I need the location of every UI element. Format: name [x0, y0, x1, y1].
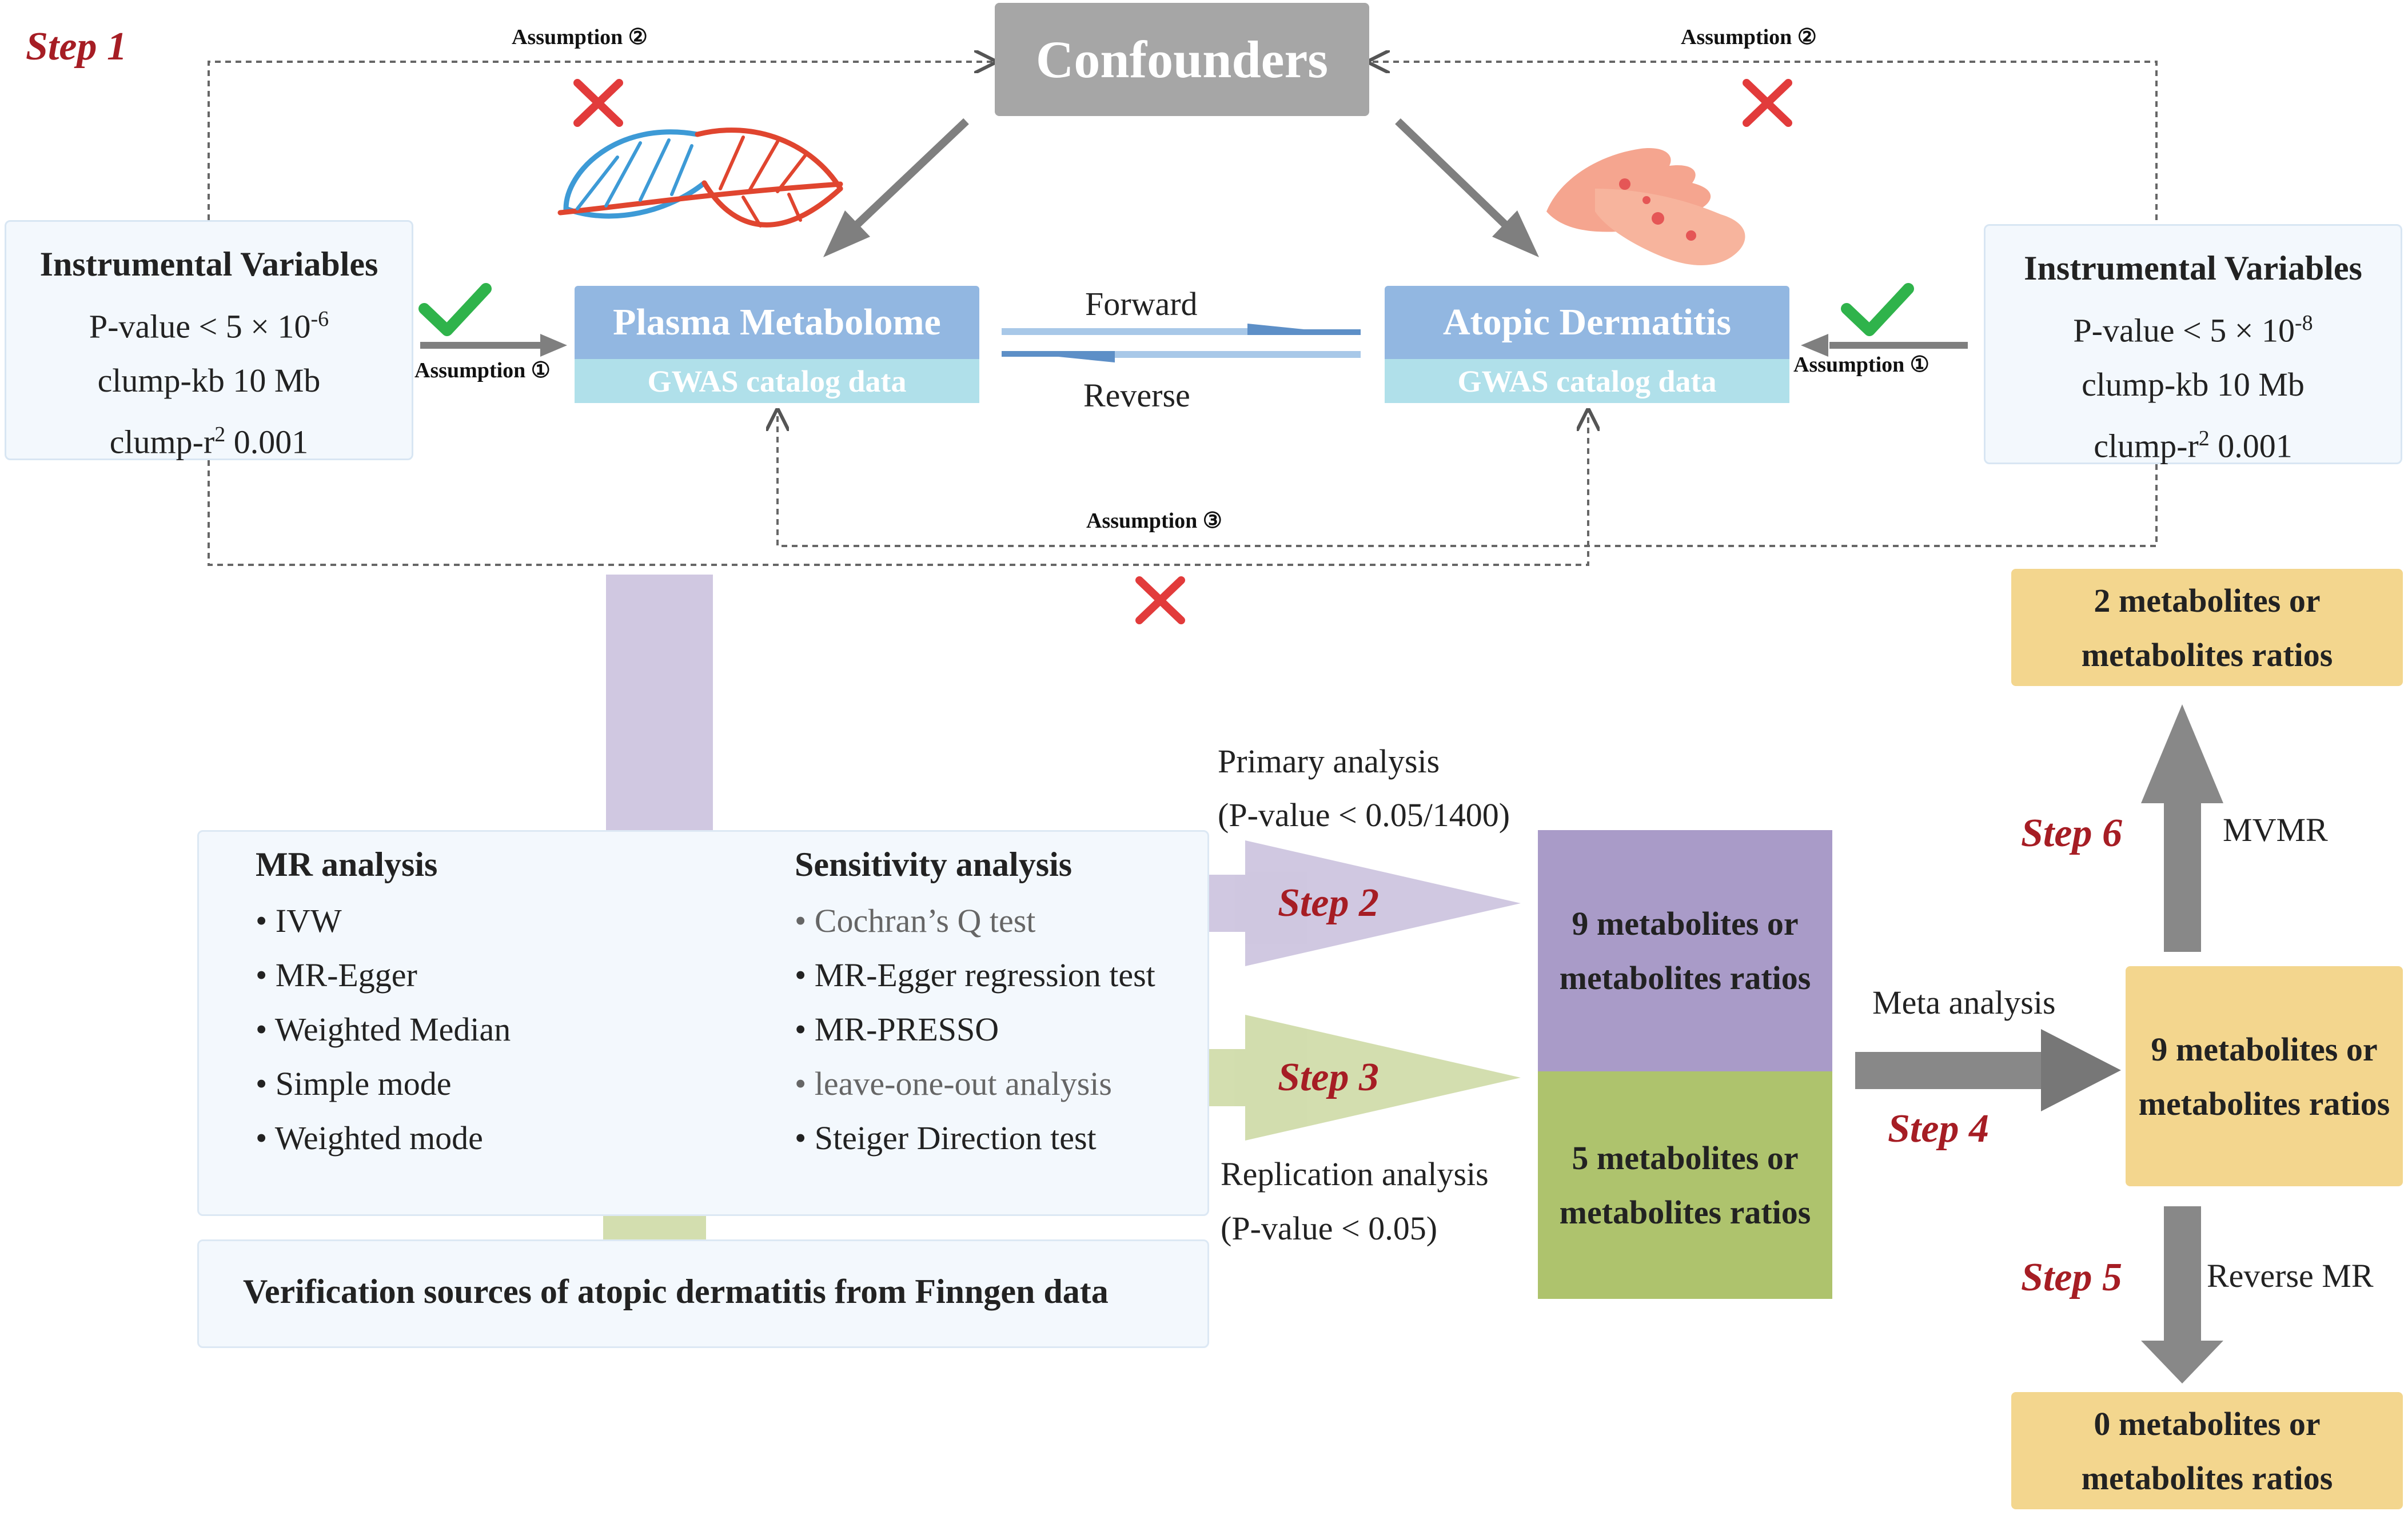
assumption-3-right-line	[778, 410, 2158, 547]
reverse-result-box: 0 metabolites or metabolites ratios	[2011, 1392, 2403, 1509]
verification-panel	[197, 1239, 1209, 1348]
cross-icon	[573, 79, 623, 127]
assumption-2-right-line	[1369, 62, 2158, 220]
iv-left-pvalue: P-value < 5 × 10-6	[89, 307, 329, 345]
mvmr-result-line: 2 metabolites or	[2094, 581, 2321, 619]
reverse-result-line: 0 metabolites or	[2094, 1405, 2321, 1442]
primary-result-box: 9 metabolites or metabolites ratios	[1538, 830, 1832, 1071]
sensitivity-analysis-title: Sensitivity analysis	[795, 846, 1073, 883]
iv-right-box: Instrumental Variables P-value < 5 × 10-…	[1984, 224, 2402, 465]
confounders-box: Confounders	[995, 3, 1369, 116]
step-5-label: Step 5	[2021, 1255, 2122, 1299]
meta-analysis-arrow	[1855, 1029, 2121, 1111]
hands-eczema-icon	[1546, 148, 1745, 265]
step-1-label: Step 1	[26, 25, 127, 69]
cross-icon	[1135, 576, 1185, 624]
reverse-arrow	[1002, 351, 1361, 362]
forward-label: Forward	[1085, 285, 1198, 322]
iv-left-kb: clump-kb 10 Mb	[97, 362, 321, 400]
mr-method-item: • IVW	[256, 902, 342, 939]
mr-method-item: • MR-Egger	[256, 956, 417, 994]
primary-analysis-label: Primary analysis	[1218, 743, 1440, 780]
mvmr-result-box: 2 metabolites or metabolites ratios	[2011, 569, 2403, 686]
mvmr-label: MVMR	[2223, 811, 2328, 848]
assumption-2-left-line	[208, 62, 995, 220]
primary-result-line: 9 metabolites or	[1572, 905, 1799, 942]
mr-method-item: • Simple mode	[256, 1065, 452, 1102]
iv-right-kb: clump-kb 10 Mb	[2082, 366, 2305, 404]
step-2-label: Step 2	[1278, 881, 1379, 925]
replication-result-box: 5 metabolites or metabolites ratios	[1538, 1071, 1832, 1299]
confounder-to-outcome-arrow	[1395, 118, 1539, 257]
iv-left-box: Instrumental Variables P-value < 5 × 10-…	[5, 220, 413, 461]
meta-result-line: 9 metabolites or	[2151, 1030, 2378, 1068]
reverse-mr-arrow	[2141, 1206, 2223, 1384]
outcome-source: GWAS catalog data	[1385, 359, 1789, 403]
meta-analysis-label: Meta analysis	[1872, 984, 2056, 1021]
sensitivity-method-list: • Cochran’s Q test • MR-Egger regression…	[795, 894, 1155, 1165]
iv-right-title: Instrumental Variables	[2024, 249, 2362, 287]
step-4-label: Step 4	[1888, 1107, 1989, 1151]
assumption-2-left-label: Assumption ②	[512, 25, 648, 49]
iv-right-arrow	[1801, 334, 1968, 357]
sensitivity-item: • MR-Egger regression test	[795, 956, 1155, 994]
assumption-3-label: Assumption ③	[1086, 509, 1222, 533]
replication-threshold: (P-value < 0.05)	[1221, 1210, 1438, 1247]
forward-arrow	[1002, 324, 1361, 335]
sensitivity-item: • MR-PRESSO	[795, 1011, 999, 1048]
check-icon	[1841, 283, 1914, 336]
mvmr-arrow	[2141, 704, 2223, 952]
mr-method-item: • Weighted Median	[256, 1011, 511, 1048]
mr-method-list: • IVW • MR-Egger • Weighted Median • Sim…	[256, 894, 511, 1165]
meta-result-box: 9 metabolites or metabolites ratios	[2126, 966, 2403, 1186]
iv-right-r2: clump-r2 0.001	[2094, 426, 2293, 465]
exposure-source: GWAS catalog data	[575, 359, 979, 403]
mr-method-item: • Weighted mode	[256, 1119, 483, 1157]
iv-left-title: Instrumental Variables	[39, 245, 378, 283]
confounder-to-exposure-arrow	[823, 118, 969, 257]
mr-analysis-title: MR analysis	[256, 846, 438, 883]
leaf-veins-icon	[557, 127, 843, 228]
primary-threshold: (P-value < 0.05/1400)	[1218, 796, 1510, 834]
replication-result-line: metabolites ratios	[1559, 1194, 1811, 1231]
iv-left-r2: clump-r2 0.001	[109, 422, 309, 461]
methods-panel	[197, 830, 1209, 1216]
assumption-1-left-label: Assumption ①	[414, 358, 551, 382]
iv-left-arrow	[420, 334, 567, 357]
cross-icon	[1743, 79, 1792, 127]
check-icon	[418, 283, 492, 336]
exposure-dataset-box: Plasma Metabolome GWAS catalog data	[575, 286, 979, 403]
assumption-2-right-label: Assumption ②	[1681, 25, 1817, 49]
primary-result-line: metabolites ratios	[1559, 959, 1811, 996]
assumption-1-right-label: Assumption ①	[1793, 353, 1929, 377]
reverse-mr-label: Reverse MR	[2207, 1257, 2374, 1294]
iv-right-pvalue: P-value < 5 × 10-8	[2073, 311, 2313, 349]
meta-result-line: metabolites ratios	[2138, 1085, 2390, 1122]
sensitivity-item: • leave-one-out analysis	[795, 1065, 1112, 1102]
outcome-dataset-box: Atopic Dermatitis GWAS catalog data	[1385, 286, 1789, 403]
exposure-name: Plasma Metabolome	[575, 286, 979, 359]
sensitivity-item: • Cochran’s Q test	[795, 902, 1036, 939]
sensitivity-item: • Steiger Direction test	[795, 1119, 1097, 1157]
assumption-3-left-line	[208, 410, 1588, 566]
step-3-label: Step 3	[1278, 1055, 1379, 1099]
replication-result-line: 5 metabolites or	[1572, 1139, 1799, 1177]
outcome-name: Atopic Dermatitis	[1385, 286, 1789, 359]
reverse-label: Reverse	[1083, 377, 1190, 414]
mvmr-result-line: metabolites ratios	[2081, 636, 2333, 673]
step-6-label: Step 6	[2021, 811, 2122, 855]
verification-text: Verification sources of atopic dermatiti…	[243, 1273, 1109, 1310]
replication-analysis-label: Replication analysis	[1221, 1155, 1489, 1193]
reverse-result-line: metabolites ratios	[2081, 1459, 2333, 1497]
